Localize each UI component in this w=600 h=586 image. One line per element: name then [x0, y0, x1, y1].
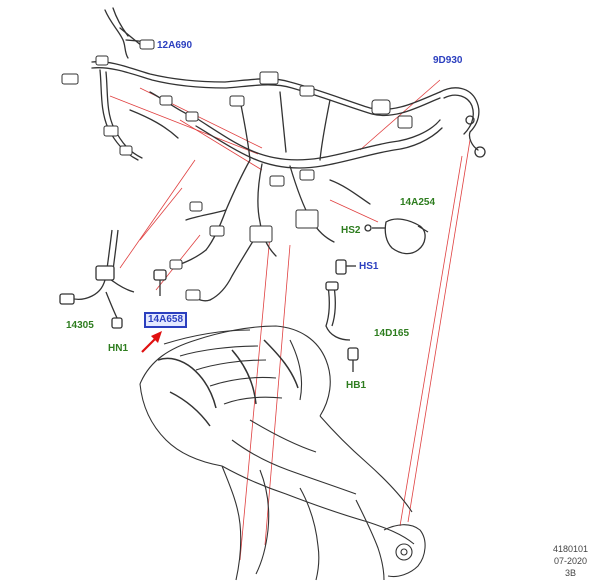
- callout-14A254[interactable]: 14A254: [400, 197, 436, 208]
- illustration-reference: 4180101 07-2020 3B: [553, 543, 588, 579]
- left-sub-harness: [59, 229, 167, 329]
- callout-14305[interactable]: 14305: [66, 320, 94, 331]
- callout-HN1[interactable]: HN1: [108, 343, 129, 354]
- reference-number: 4180101: [552, 544, 588, 554]
- reference-revision: 3B: [564, 568, 576, 578]
- callout-14A658-highlighted[interactable]: 14A658: [144, 312, 188, 328]
- reference-date: 07-2020: [553, 556, 587, 566]
- sensor-parts: [325, 218, 429, 372]
- callout-14D165[interactable]: 14D165: [374, 328, 410, 339]
- harness-connectors: [61, 39, 413, 301]
- callout-HB1[interactable]: HB1: [346, 380, 367, 391]
- callout-12A690[interactable]: 12A690: [157, 40, 193, 51]
- highlight-arrow: [141, 331, 162, 353]
- callout-HS1[interactable]: HS1: [359, 261, 379, 272]
- callout-HS2[interactable]: HS2: [341, 225, 361, 236]
- upper-wiring-harness: [91, 7, 486, 302]
- callout-9D930[interactable]: 9D930: [433, 55, 463, 66]
- engine-assembly: [139, 325, 426, 581]
